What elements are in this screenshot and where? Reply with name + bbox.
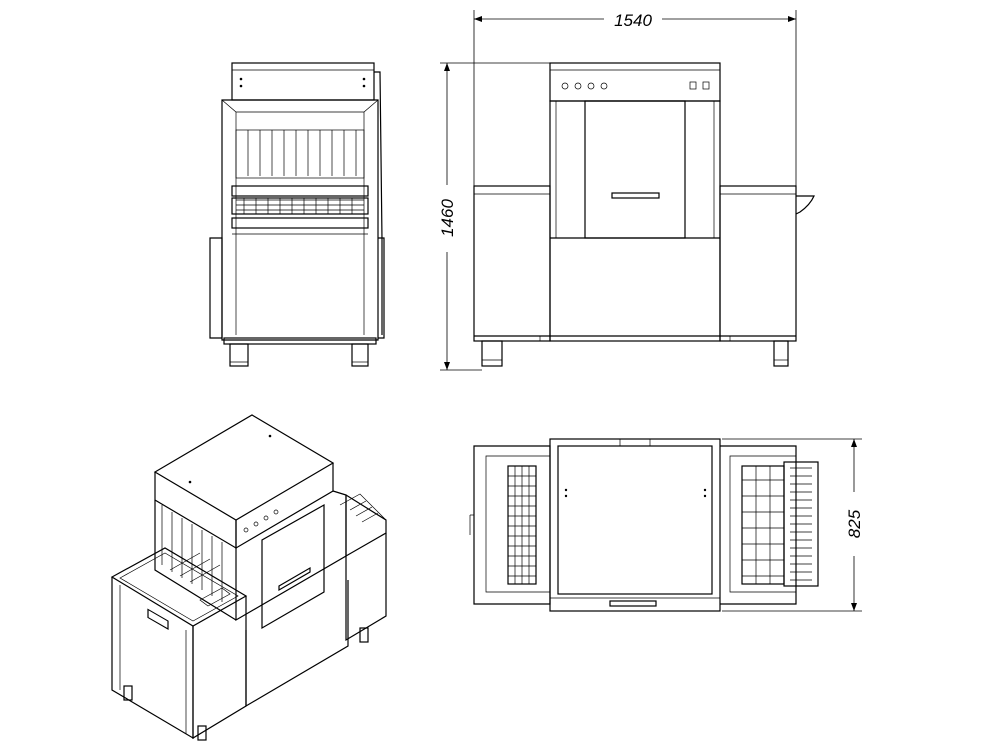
- front-elevation-view: [473, 62, 815, 367]
- isometric-view: [110, 414, 387, 741]
- width-dimension-label: 1540: [614, 11, 652, 30]
- depth-dimension-label: 825: [845, 509, 864, 538]
- top-plan-view: [469, 438, 819, 612]
- width-dimension: [473, 10, 797, 186]
- depth-dimension: [722, 438, 862, 612]
- height-dimension: [440, 62, 550, 371]
- side-elevation-view: [209, 62, 385, 367]
- height-dimension-label: 1460: [438, 199, 457, 237]
